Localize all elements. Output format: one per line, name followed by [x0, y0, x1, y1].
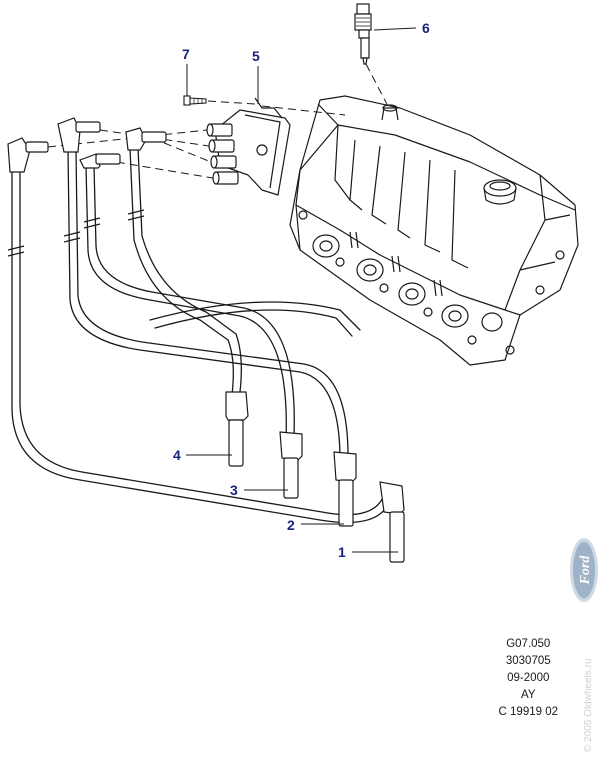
reference-line-5: C 19919 02: [498, 706, 558, 718]
spark-plug-fit-line: [365, 63, 391, 111]
ignition-coil-pack: [206, 97, 291, 196]
callout-1: 1: [338, 544, 346, 560]
watermark: © 2005 Oldwheels.ru: [583, 658, 594, 752]
lead-coil-boots: [7, 117, 167, 173]
bolt: [183, 95, 207, 106]
ignition-leads: [11, 147, 393, 524]
spark-plug: [354, 3, 372, 65]
svg-text:Ford: Ford: [578, 555, 593, 586]
callout-2: 2: [287, 517, 295, 533]
reference-line-4: AY: [521, 689, 536, 701]
reference-line-1: G07.050: [506, 638, 551, 650]
callout-7: 7: [182, 46, 190, 62]
cylinder-head: [289, 95, 579, 366]
coil-fit-line: [261, 105, 346, 116]
lead-break-marks: [7, 209, 145, 257]
reference-line-2: 3030705: [505, 655, 551, 667]
callout-4: 4: [173, 447, 181, 463]
bolt-fit-line: [207, 100, 256, 105]
reference-line-3: 09-2000: [507, 672, 550, 684]
callout-6: 6: [422, 20, 430, 36]
reference-block: G07.050 3030705 09-2000 AY C 19919 02: [499, 636, 558, 721]
lead-plug-boots: [225, 391, 405, 563]
callout-lines: [186, 27, 417, 553]
ford-logo-icon: Ford: [570, 538, 598, 602]
callout-3: 3: [230, 482, 238, 498]
callout-5: 5: [252, 48, 260, 64]
